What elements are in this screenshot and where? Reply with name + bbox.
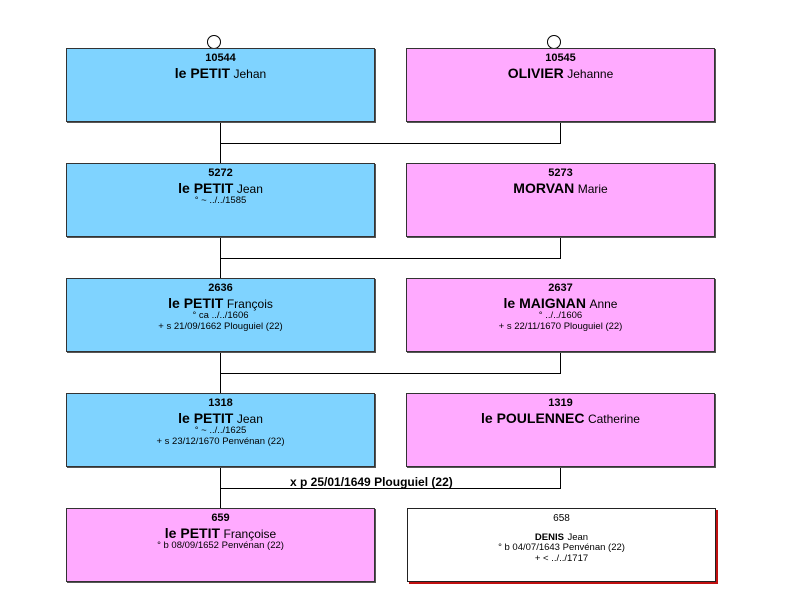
person-name: le PETIT Françoise xyxy=(67,525,374,542)
person-name: le PETIT Jean xyxy=(67,410,374,427)
person-given-name: Catherine xyxy=(587,411,640,426)
person-surname: le PETIT xyxy=(174,64,231,81)
person-name: le MAIGNAN Anne xyxy=(407,295,714,312)
person-name: OLIVIER Jehanne xyxy=(407,65,714,82)
person-surname: MORVAN xyxy=(513,179,575,196)
person-surname: le PETIT xyxy=(178,409,234,426)
person-surname: le PETIT xyxy=(164,524,221,541)
connector-line xyxy=(560,237,561,258)
person-detail: ° ca ../../1606 xyxy=(192,310,249,322)
person-detail: + < ../../1717 xyxy=(534,553,589,565)
person-surname: DENIS xyxy=(534,531,564,543)
person-name: le PETIT François xyxy=(67,295,374,312)
person-given-name: François xyxy=(226,296,273,311)
person-box-10544[interactable]: 10544 le PETIT Jehan xyxy=(66,48,375,122)
person-number: 1318 xyxy=(208,397,233,409)
connector-line xyxy=(220,373,561,374)
connector-line xyxy=(220,258,561,259)
person-surname: OLIVIER xyxy=(507,64,564,81)
person-given-name: Jean xyxy=(236,411,263,426)
person-number: 10545 xyxy=(545,52,576,64)
person-detail: + s 22/11/1670 Plouguiel (22) xyxy=(498,321,623,333)
person-box-5273[interactable]: 5273 MORVAN Marie xyxy=(406,163,715,237)
person-name: le PETIT Jean xyxy=(67,180,374,197)
person-surname: le MAIGNAN xyxy=(503,294,586,311)
person-number: 658 xyxy=(553,513,570,524)
person-given-name: Jehanne xyxy=(567,66,614,81)
person-box-10545[interactable]: 10545 OLIVIER Jehanne xyxy=(406,48,715,122)
person-number: 5273 xyxy=(548,167,573,179)
person-number: 5272 xyxy=(208,167,233,179)
ancestor-marker xyxy=(547,35,561,49)
person-box-659[interactable]: 659 le PETIT Françoise ° b 08/09/1652 Pe… xyxy=(66,508,375,582)
connector-line xyxy=(560,122,561,143)
person-given-name: Jehan xyxy=(233,66,267,81)
person-detail: ° b 08/09/1652 Penvénan (22) xyxy=(157,540,284,552)
person-box-1318[interactable]: 1318 le PETIT Jean ° ~ ../../1625 + s 23… xyxy=(66,393,375,467)
connector-line xyxy=(560,467,561,488)
person-given-name: Jean xyxy=(236,181,263,196)
person-number: 1319 xyxy=(548,397,573,409)
person-given-name: Marie xyxy=(577,181,608,196)
person-given-name: Françoise xyxy=(223,526,277,541)
person-detail: ° ~ ../../1585 xyxy=(194,195,247,207)
person-detail: ° b 04/07/1643 Penvénan (22) xyxy=(498,542,625,554)
person-surname: le PETIT xyxy=(178,179,234,196)
person-box-2636[interactable]: 2636 le PETIT François ° ca ../../1606 +… xyxy=(66,278,375,352)
person-name: le PETIT Jehan xyxy=(67,65,374,82)
person-surname: le PETIT xyxy=(168,294,224,311)
connector-line xyxy=(220,488,561,489)
marriage-label: x p 25/01/1649 Plouguiel (22) xyxy=(290,475,453,489)
person-number: 10544 xyxy=(205,52,236,64)
person-number: 659 xyxy=(211,512,230,524)
person-surname: le POULENNEC xyxy=(481,409,585,426)
person-given-name: Jean xyxy=(567,531,589,543)
person-name: le POULENNEC Catherine xyxy=(407,410,714,427)
connector-line xyxy=(560,352,561,373)
person-box-2637[interactable]: 2637 le MAIGNAN Anne ° ../../1606 + s 22… xyxy=(406,278,715,352)
person-name: MORVAN Marie xyxy=(407,180,714,197)
person-detail: + s 23/12/1670 Penvénan (22) xyxy=(156,436,285,448)
person-number: 2636 xyxy=(208,282,233,294)
ancestor-marker xyxy=(207,35,221,49)
connector-line xyxy=(220,143,561,144)
person-detail: + s 21/09/1662 Plouguiel (22) xyxy=(158,321,283,333)
person-detail: ° ../../1606 xyxy=(538,310,583,322)
person-given-name: Anne xyxy=(589,296,618,311)
person-box-1319[interactable]: 1319 le POULENNEC Catherine xyxy=(406,393,715,467)
person-box-658[interactable]: 658 DENIS Jean ° b 04/07/1643 Penvénan (… xyxy=(407,508,716,582)
person-box-5272[interactable]: 5272 le PETIT Jean ° ~ ../../1585 xyxy=(66,163,375,237)
person-name: DENIS Jean xyxy=(408,529,715,544)
person-detail: ° ~ ../../1625 xyxy=(194,425,247,437)
person-number: 2637 xyxy=(548,282,573,294)
